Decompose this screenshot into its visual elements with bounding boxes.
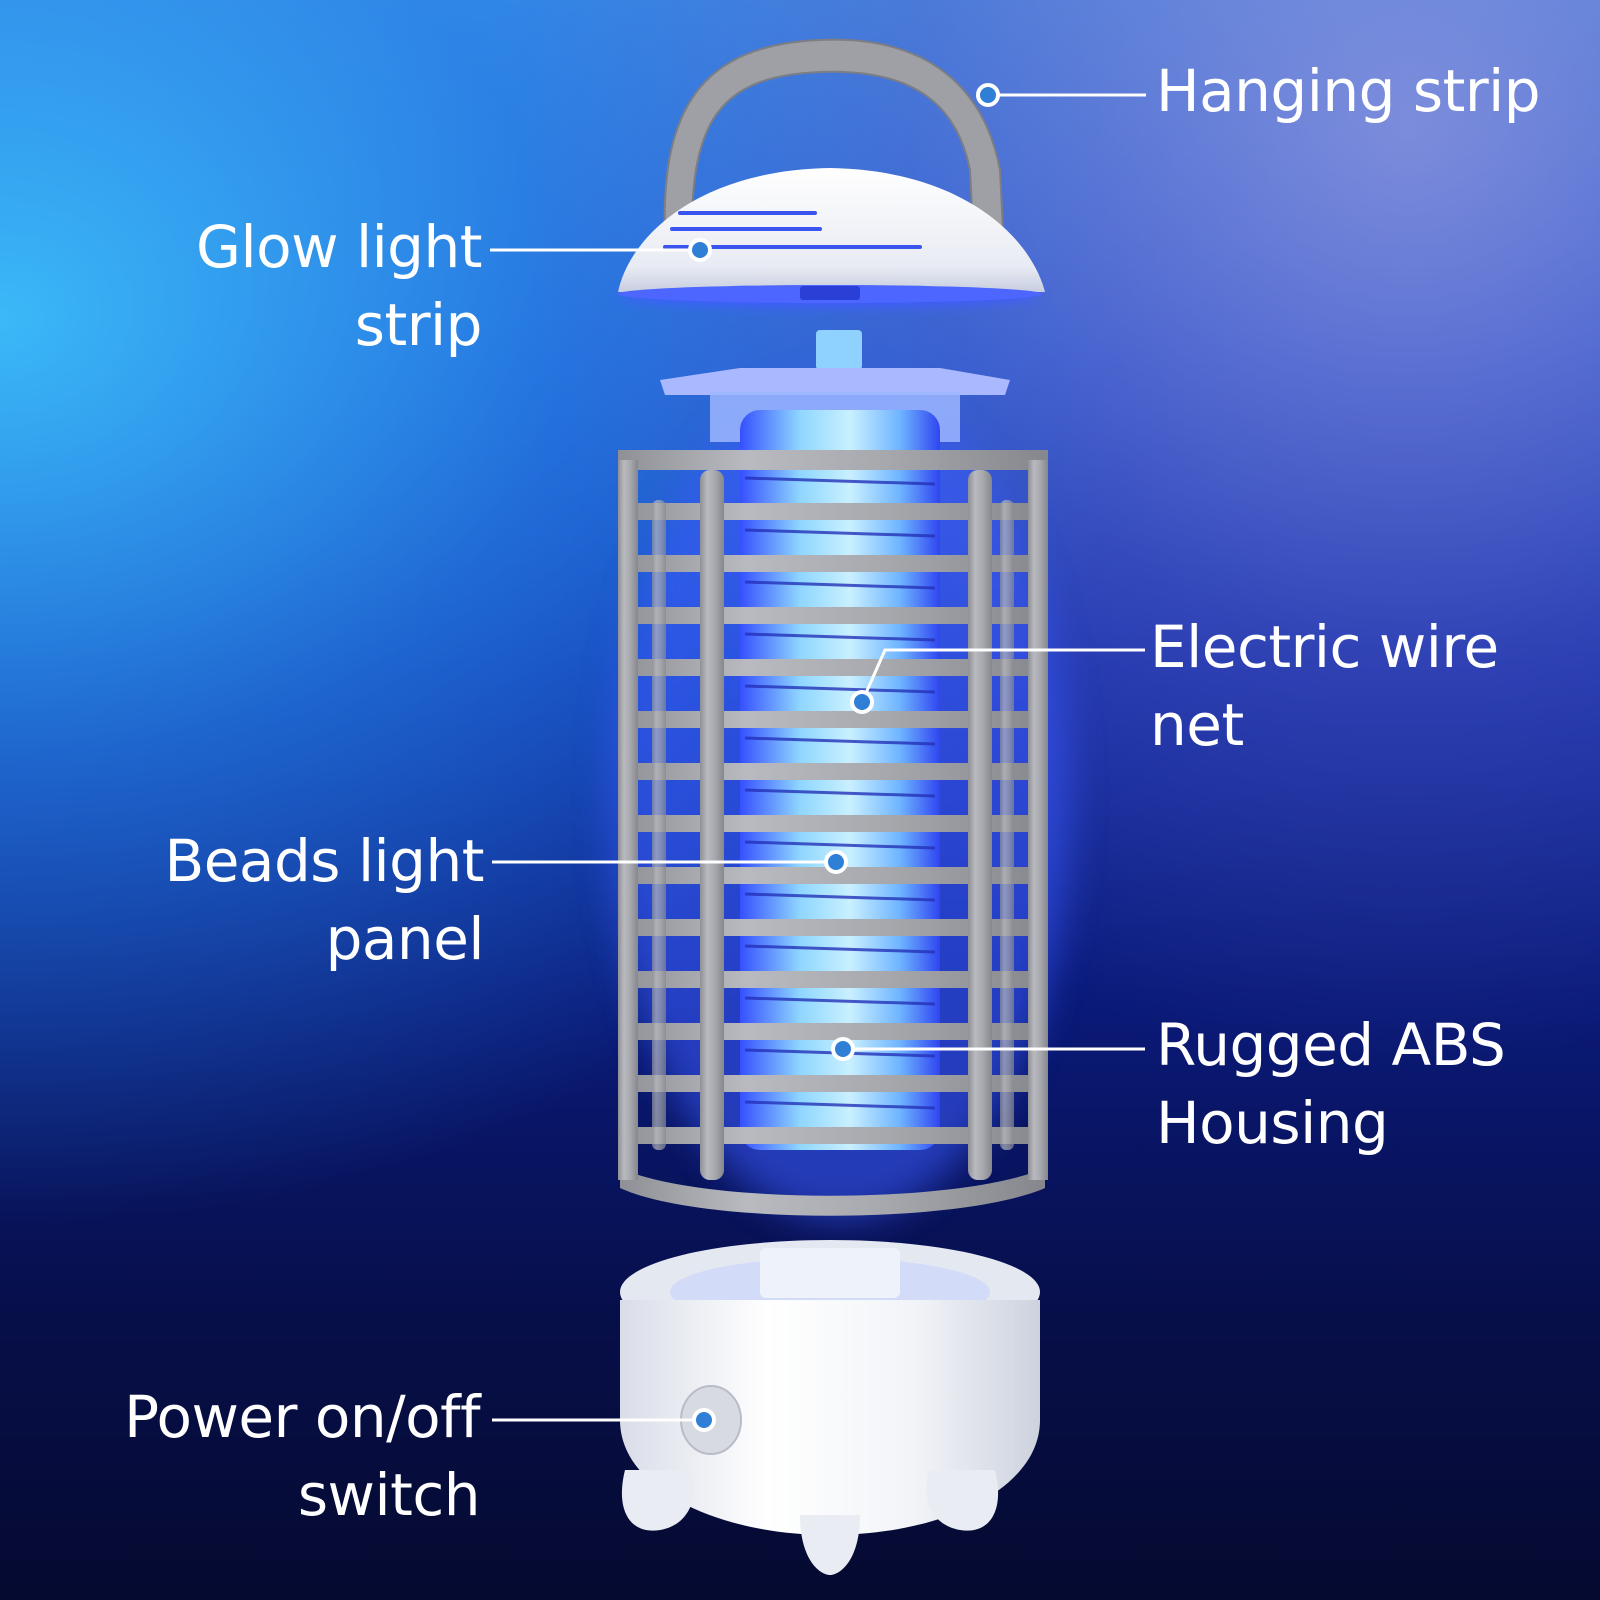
label-glow-light-strip-line2: strip (354, 291, 483, 359)
leader-lines (490, 93, 1146, 1422)
label-electric-wire-net-line1: Electric wire (1150, 613, 1499, 681)
label-glow-light-strip: Glow light strip (120, 208, 482, 364)
label-hanging-strip: Hanging strip (1156, 52, 1541, 130)
label-beads-light-panel-line2: panel (325, 905, 485, 973)
label-electric-wire-net-line2: net (1150, 691, 1244, 759)
label-beads-light-panel: Beads light panel (100, 822, 484, 978)
leader-dots (688, 83, 1000, 1432)
label-beads-light-panel-line1: Beads light (164, 827, 484, 895)
hanging-strip-handle (663, 38, 1007, 271)
label-rugged-abs-housing: Rugged ABS Housing (1156, 1006, 1506, 1162)
rugged-abs-housing-cage (618, 450, 1048, 1216)
label-glow-light-strip-line1: Glow light (196, 213, 482, 281)
label-rugged-abs-housing-line2: Housing (1156, 1089, 1389, 1157)
top-cap (618, 168, 1045, 307)
label-rugged-abs-housing-line1: Rugged ABS (1156, 1011, 1506, 1079)
label-power-switch: Power on/off switch (40, 1378, 480, 1534)
label-power-switch-line2: switch (297, 1461, 481, 1529)
label-power-switch-line1: Power on/off (124, 1383, 480, 1451)
base-unit (620, 1240, 1040, 1575)
label-electric-wire-net: Electric wire net (1150, 608, 1499, 764)
electric-wire-net (744, 476, 936, 1110)
label-hanging-strip-line1: Hanging strip (1156, 57, 1541, 125)
